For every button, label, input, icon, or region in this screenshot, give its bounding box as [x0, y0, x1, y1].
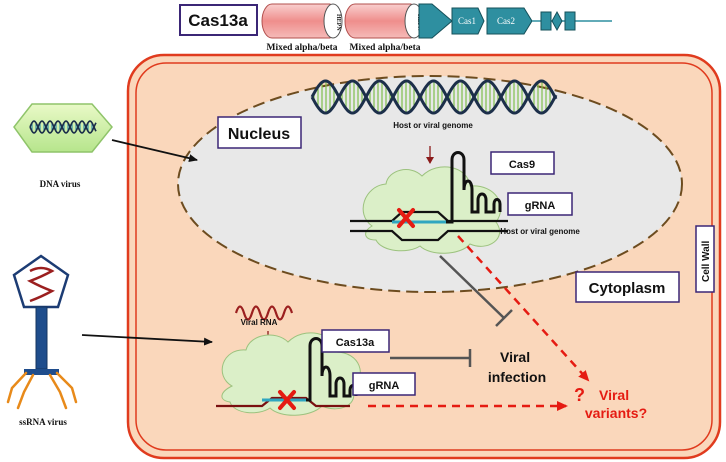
cas9-variant-arrow: [457, 235, 590, 382]
viral-variants-label: Viral variants?: [585, 387, 647, 421]
gene-arrow-large: [418, 3, 453, 39]
gene-arrow-cas1: [451, 7, 485, 35]
cas9-inhibition-bar: [495, 309, 513, 327]
cas13a-grna-label-box: [352, 372, 416, 396]
cas9-complex: Cas9 gRNA Host or viral genome: [350, 146, 580, 254]
ssrna-virus: ssRNA virus: [6, 254, 78, 427]
domain-2-label: Mixed alpha/beta: [350, 43, 421, 53]
gene-arrow-cas2: [486, 7, 533, 35]
cas13a-cleavage-x-icon: [278, 390, 296, 410]
domain-1-tag: HEPN: [335, 14, 341, 31]
cas13a-label: Cas13a: [188, 11, 248, 30]
ssrna-virus-baseplate: [24, 369, 59, 375]
ssrna-virus-tail-fibers: [6, 371, 78, 410]
dna-virus-genome: [29, 120, 97, 134]
viral-infection-line-2: infection: [488, 369, 546, 385]
cas9-target-dna-bottom: [350, 229, 508, 242]
cas9-target-dna-top: [350, 210, 508, 223]
cas9-grna-label: gRNA: [525, 200, 556, 212]
cas9-grna-label-box: [507, 192, 573, 216]
viral-rna-label: Viral RNA: [241, 318, 278, 327]
crispr-repeat-2: [564, 11, 576, 31]
ssrna-virus-entry-arrow: [81, 334, 213, 346]
cas13a-grna-hairpins: [306, 337, 358, 402]
cas9-inhibition-line: [439, 255, 505, 319]
cell-wall-label-box: [695, 225, 715, 293]
dna-virus-label: DNA virus: [40, 179, 81, 189]
cas9-grna-hairpins: [446, 151, 502, 224]
cytoplasm-label-box: [575, 271, 680, 303]
cas13a-label: Cas13a: [336, 337, 375, 349]
genome-label-top: Host or viral genome: [393, 121, 473, 130]
crispr-repeat-1: [540, 11, 552, 31]
viral-variants-line-1: Viral: [599, 387, 629, 403]
gene-cas1-label: Cas1: [458, 16, 476, 26]
viral-variants-line-2: variants?: [585, 405, 647, 421]
genome-dna-helix: [310, 79, 558, 115]
cas13a-locus: Cas13a HEPN Mixed alpha/beta HEPN Mixed …: [179, 3, 612, 53]
cas9-label: Cas9: [509, 159, 535, 171]
cas13a-complex: Viral RNA Cas13a gRNA: [216, 305, 416, 416]
dna-virus-entry-arrow: [111, 139, 198, 163]
domain-2: HEPN Mixed alpha/beta: [344, 3, 424, 53]
helix-strand-b: [310, 79, 558, 115]
helix-strand-b: [29, 120, 97, 134]
viral-infection-label: Viral infection: [488, 349, 546, 385]
crispr-spacer: [551, 10, 563, 32]
ssrna-virus-label: ssRNA virus: [19, 417, 67, 427]
ssrna-virus-genome: [26, 266, 56, 303]
ssrna-virus-tail: [35, 306, 48, 370]
dna-virus: DNA virus: [13, 103, 113, 189]
cas13a-grna-label: gRNA: [369, 380, 400, 392]
cell-wall-label: Cell Wall: [701, 240, 712, 282]
outcomes: Viral infection ? Viral variants?: [368, 235, 647, 421]
domain-1: HEPN Mixed alpha/beta: [261, 3, 343, 53]
cas13a-label-box: [321, 329, 390, 353]
cytoplasm-label: Cytoplasm: [589, 280, 666, 297]
helix-strand-a: [310, 79, 558, 115]
cas9-label-box: [490, 151, 555, 175]
domain-1-label: Mixed alpha/beta: [267, 43, 338, 53]
nucleus-label-box: [217, 116, 302, 149]
cas9-cleavage-x-icon: [397, 208, 415, 228]
viral-rna-squiggle: [234, 305, 294, 321]
cas13a-label-box: [179, 4, 258, 36]
helix-strand-a: [29, 120, 97, 134]
ssrna-virus-capsid: [12, 254, 70, 309]
nucleus-label: Nucleus: [228, 126, 290, 143]
genome-label-bottom: Host or viral genome: [500, 227, 580, 236]
gene-cas2-label: Cas2: [497, 16, 515, 26]
viral-infection-line-1: Viral: [500, 349, 530, 365]
variant-question-mark: ?: [574, 385, 585, 405]
